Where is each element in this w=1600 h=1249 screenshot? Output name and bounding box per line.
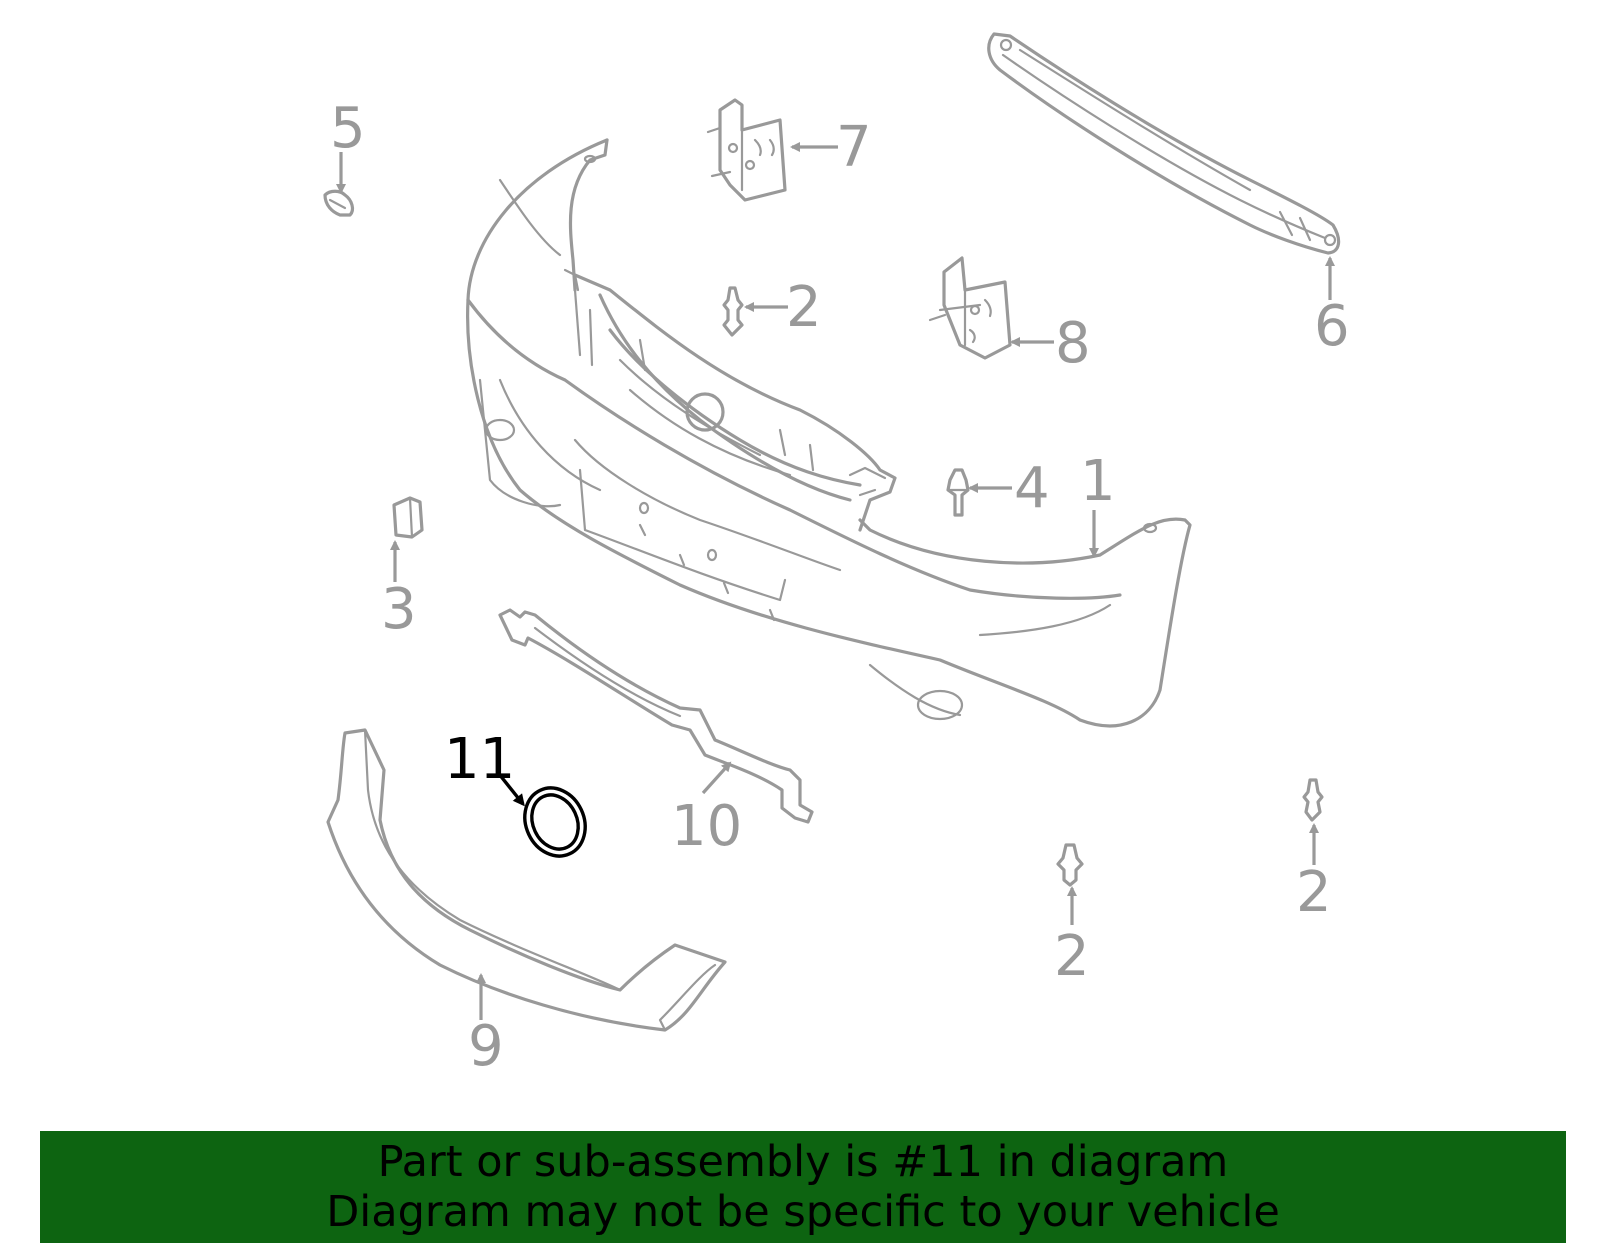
valance-part-9 bbox=[326, 728, 727, 1032]
callout-4: 4 bbox=[1014, 456, 1050, 521]
callout-2: 2 bbox=[1054, 924, 1090, 989]
bumper-cover-part-1 bbox=[466, 138, 1192, 728]
callout-1: 1 bbox=[1080, 449, 1116, 514]
bracket-part-7 bbox=[706, 98, 787, 202]
callout-8: 8 bbox=[1055, 311, 1091, 376]
bracket-part-8 bbox=[928, 256, 1012, 360]
callout-2: 2 bbox=[1296, 860, 1332, 925]
reinforcement-beam-part-6 bbox=[987, 32, 1341, 255]
callout-7: 7 bbox=[836, 115, 872, 180]
callout-2: 2 bbox=[786, 275, 822, 340]
ring-part-11 bbox=[523, 786, 587, 858]
callout-5: 5 bbox=[330, 96, 366, 161]
callout-10: 10 bbox=[671, 794, 742, 859]
clip-part-5 bbox=[323, 189, 355, 217]
banner-line-2: Diagram may not be specific to your vehi… bbox=[326, 1187, 1280, 1237]
info-banner: Part or sub-assembly is #11 in diagram D… bbox=[40, 1131, 1566, 1243]
callout-9: 9 bbox=[468, 1014, 504, 1079]
cap-part-3 bbox=[392, 496, 424, 539]
leader-lines bbox=[336, 142, 1335, 1020]
callout-6: 6 bbox=[1314, 294, 1350, 359]
callout-11: 11 bbox=[444, 727, 515, 792]
grille bbox=[563, 268, 897, 532]
fastener-part-4 bbox=[946, 468, 970, 517]
fastener-part-2c bbox=[1302, 778, 1324, 822]
banner-line-1: Part or sub-assembly is #11 in diagram bbox=[377, 1137, 1229, 1187]
bracket-part-10 bbox=[498, 608, 814, 824]
fastener-part-2b bbox=[1056, 843, 1084, 887]
callout-3: 3 bbox=[381, 577, 417, 642]
fastener-part-2a bbox=[722, 286, 744, 337]
